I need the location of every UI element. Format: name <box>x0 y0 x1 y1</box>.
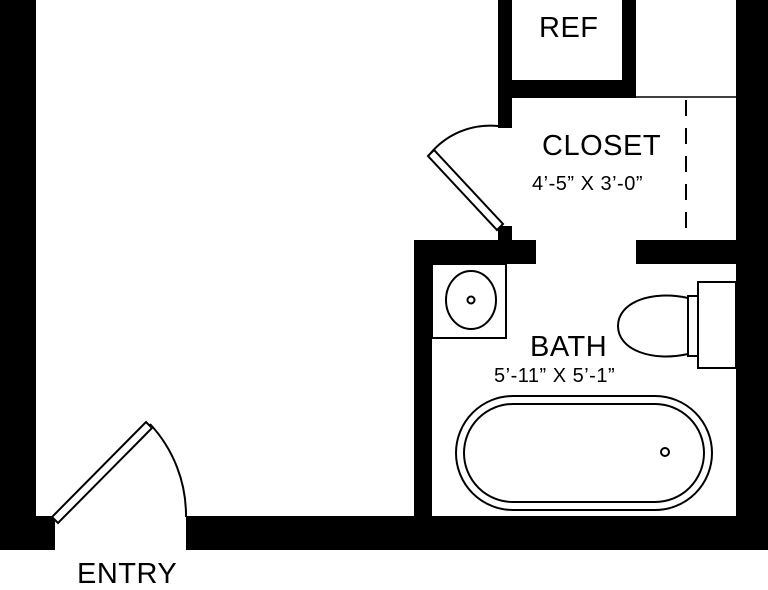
closet-door <box>426 124 505 232</box>
wall-ref-left <box>498 0 512 128</box>
wall-bath-left <box>414 240 432 530</box>
wall-ref-right <box>622 0 636 98</box>
floor-plan <box>0 0 768 550</box>
wall-left-exterior <box>0 0 36 548</box>
bathtub-icon <box>455 395 713 511</box>
walls <box>0 0 768 550</box>
wall-bottom-left-stub <box>0 516 55 550</box>
wall-bath-top-left <box>414 240 536 264</box>
closet-door-swing-arc <box>429 124 499 155</box>
entry-door <box>50 420 188 525</box>
sink-icon <box>431 263 507 339</box>
wall-ref-bottom <box>498 80 636 98</box>
entry-door-swing-arc <box>149 423 188 518</box>
closet-door-leaf <box>426 148 505 232</box>
wall-bath-top-right <box>636 240 768 264</box>
toilet-icon <box>616 281 737 369</box>
wall-bottom <box>186 516 768 550</box>
wall-right-exterior <box>736 0 768 550</box>
entry-door-leaf <box>50 420 154 525</box>
